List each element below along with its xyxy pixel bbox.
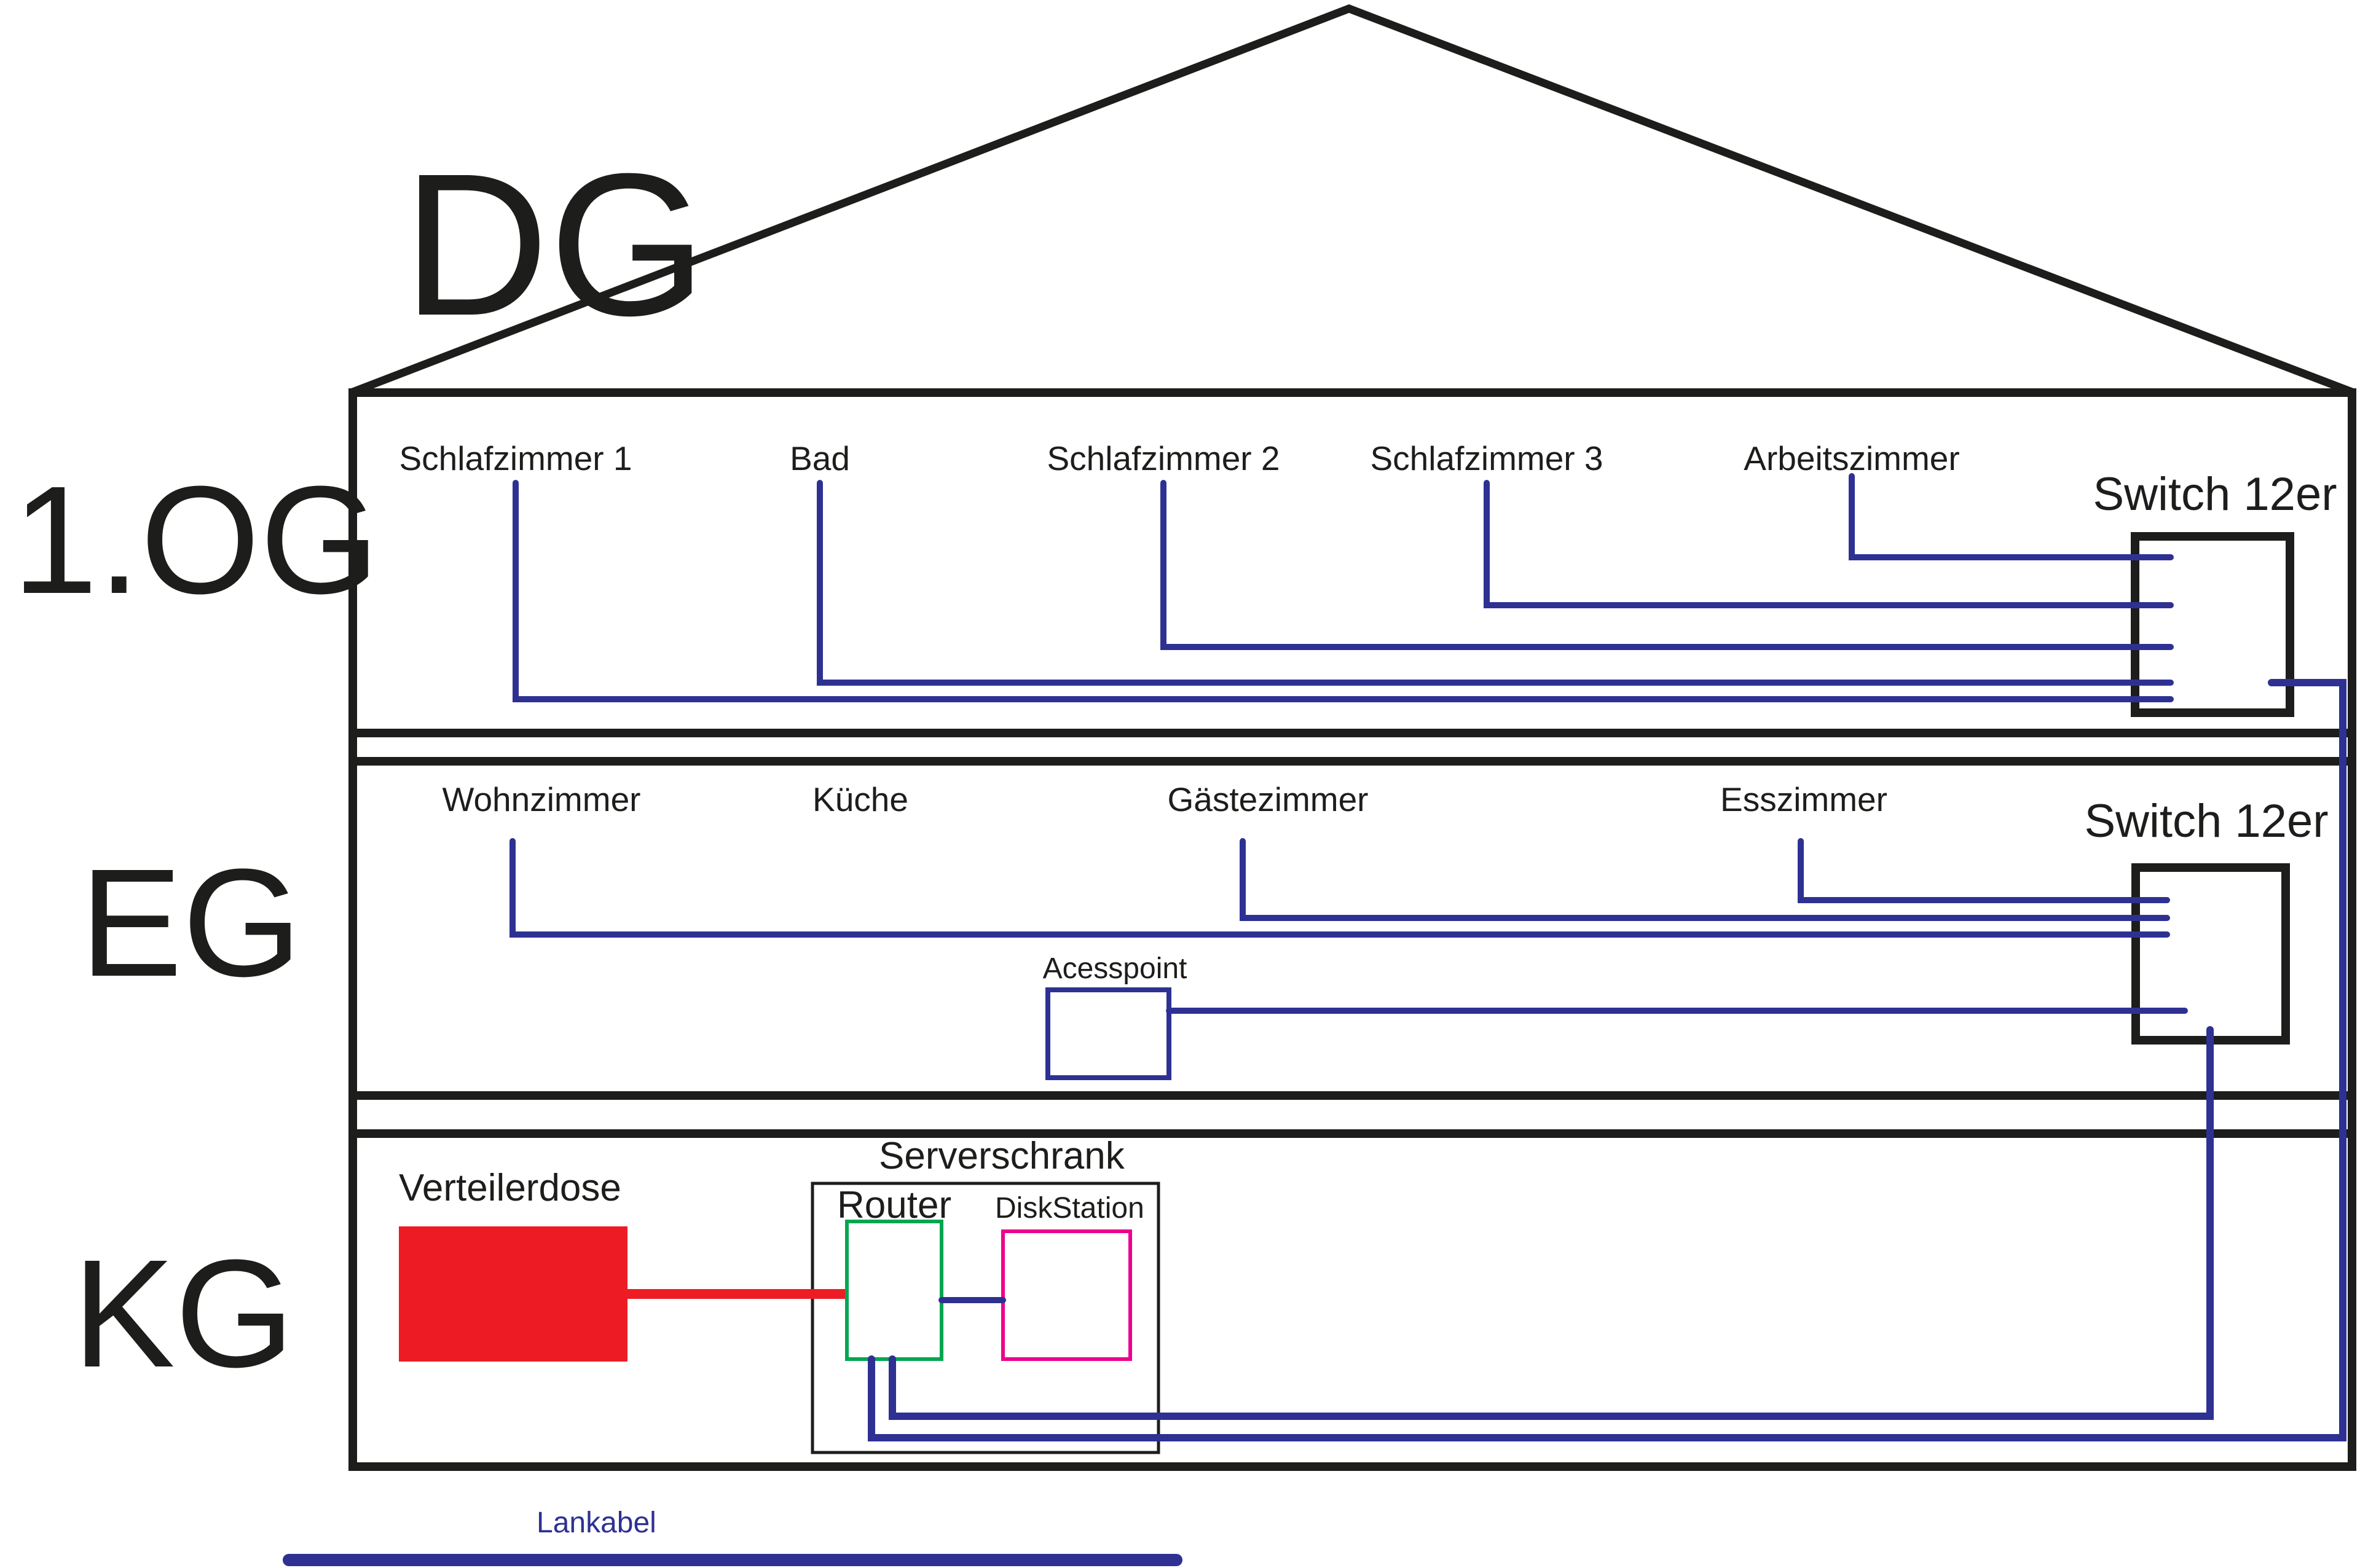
floor-label-dg: DG [403, 131, 707, 358]
router-box [845, 1220, 943, 1361]
router-label: Router [837, 1184, 951, 1226]
og1-switch-box [2131, 532, 2294, 717]
roof-outline [351, 4, 2354, 396]
house-structure [348, 4, 2356, 1471]
floor-label-og1: 1.OG [12, 454, 379, 625]
kg-section: Verteilerdose Serverschrank Router DiskS… [399, 679, 2346, 1454]
room-label-arbeitszimmer: Arbeitszimmer [1744, 439, 1959, 477]
cable-bad-to-switch [817, 480, 2174, 686]
floor-labels: DG 1.OG EG KG [12, 131, 707, 1399]
room-label-esszimmer: Esszimmer [1720, 780, 1887, 818]
server-cabinet-label: Serverschrank [879, 1135, 1125, 1177]
room-label-bad: Bad [790, 439, 850, 477]
room-label-wohnzimmer: Wohnzimmer [442, 780, 641, 818]
cable-arbeitszimmer-to-switch [1849, 473, 2174, 560]
diskstation-box [1001, 1229, 1132, 1361]
diskstation-label: DiskStation [995, 1192, 1144, 1225]
cable-schlafzimmer2-to-switch [1160, 480, 2174, 650]
room-label-schlafzimmer1: Schlafzimmer 1 [399, 439, 632, 477]
floor-label-eg: EG [80, 837, 302, 1008]
room-label-schlafzimmer3: Schlafzimmer 3 [1371, 439, 1603, 477]
legend-cable-label: Lankabel [537, 1507, 656, 1539]
og1-switch-label: Switch 12er [2093, 468, 2337, 520]
cable-wohnzimmer-to-switch [509, 838, 2170, 938]
floor-label-kg: KG [73, 1228, 294, 1399]
accesspoint-label: Acesspoint [1043, 952, 1187, 985]
cable-schlafzimmer3-to-switch [1484, 480, 2174, 608]
room-label-kueche: Küche [812, 780, 908, 818]
room-label-schlafzimmer2: Schlafzimmer 2 [1047, 439, 1280, 477]
server-cabinet-box [811, 1182, 1160, 1454]
eg-switch-box [2131, 863, 2290, 1045]
eg-section: Wohnzimmer Küche Gästezimmer Esszimmer A… [442, 780, 2329, 1080]
room-label-gaestezimmer: Gästezimmer [1168, 780, 1369, 818]
legend: Lankabel [283, 1507, 1182, 1566]
cable-esszimmer-to-switch [1798, 838, 2170, 903]
distribution-box-label: Verteilerdose [399, 1167, 621, 1209]
og1-section: Schlafzimmer 1 Bad Schlafzimmer 2 Schlaf… [399, 439, 2337, 717]
distribution-box [399, 1226, 627, 1362]
cable-router-to-eg-switch [889, 1026, 2214, 1420]
cable-gaestezimmer-to-switch [1240, 838, 2170, 921]
eg-switch-label: Switch 12er [2084, 795, 2328, 847]
cable-schlafzimmer1-to-switch [513, 480, 2174, 702]
cable-router-to-og1-switch [868, 679, 2346, 1441]
accesspoint-box [1045, 987, 1171, 1080]
